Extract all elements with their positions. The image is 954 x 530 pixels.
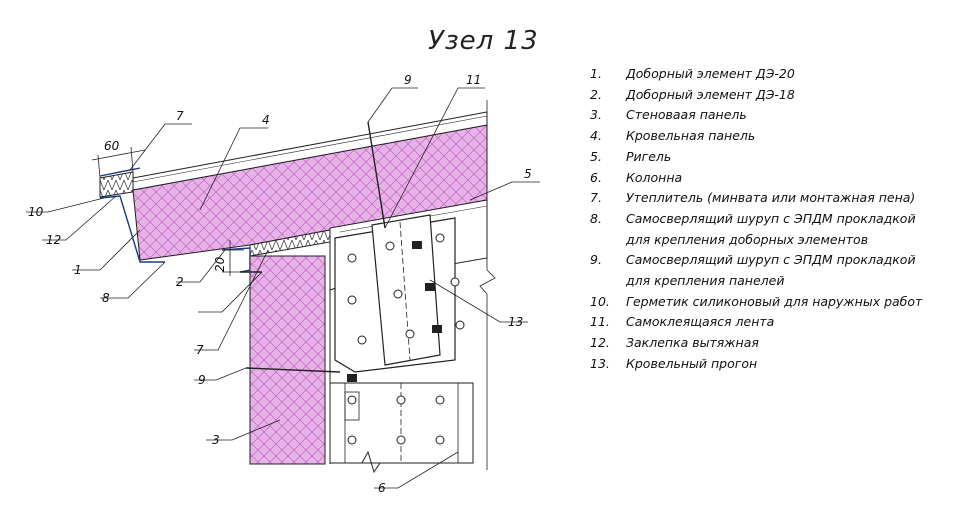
callout-3: 3 — [212, 433, 220, 447]
callout-2: 2 — [176, 275, 184, 289]
callout-7-bottom: 7 — [196, 343, 204, 357]
eave-flashing-de20 — [99, 167, 165, 263]
callout-13: 13 — [508, 315, 523, 329]
callout-8: 8 — [102, 291, 110, 305]
callout-9-bottom: 9 — [198, 373, 206, 387]
callout-11: 11 — [466, 73, 481, 87]
legend-num: 1. — [590, 66, 602, 81]
legend-item: 11. Самоклеящаяся лента — [590, 312, 940, 333]
legend-text: Колонна — [626, 169, 683, 185]
legend-num: 6. — [590, 169, 602, 185]
eave-mineral-wool — [99, 171, 134, 198]
callout-4: 4 — [262, 113, 270, 127]
legend-item: 12. Заклепка вытяжная — [590, 333, 940, 354]
legend-item: 7. Утеплитель (минвата или монтажная пена… — [590, 188, 940, 209]
callout-9-top: 9 — [404, 73, 412, 87]
column-bolts — [347, 395, 445, 445]
legend-text: Заклепка вытяжная — [626, 335, 759, 351]
callout-10: 10 — [28, 205, 44, 219]
legend-text: Герметик силиконовый для наружных работ — [626, 293, 923, 309]
callout-12: 12 — [46, 233, 61, 247]
wall-screw — [245, 367, 341, 373]
legend-item: 6. Колонна — [590, 168, 940, 189]
legend-text: Самоклеящаяся лента — [626, 314, 775, 330]
column — [329, 382, 474, 464]
legend-text: Доборный элемент ДЭ-20 — [626, 66, 795, 81]
dimension-60-label: 60 — [104, 139, 120, 153]
roof-purlin — [371, 214, 441, 366]
legend-num: 8. — [590, 210, 602, 226]
roof-screw — [367, 121, 386, 229]
purlin-bolt-nuts — [347, 241, 442, 382]
dimension-20-label: 20 — [213, 256, 227, 272]
legend-num: 7. — [590, 190, 602, 206]
dimension-60 — [91, 146, 146, 179]
drawing-title: Узел 13 — [428, 26, 539, 56]
legend-item: 5. Ригель — [590, 147, 940, 168]
leader-lines — [26, 87, 540, 489]
legend-item: 4. Кровельная панель — [590, 126, 940, 147]
legend-text: Доборный элемент ДЭ-18 — [626, 86, 795, 102]
legend-num: 11. — [590, 314, 610, 330]
legend-text: Самосверлящий шуруп с ЭПДМ прокладкой дл… — [626, 210, 916, 247]
legend-num: 5. — [590, 148, 602, 164]
legend-num: 13. — [590, 355, 610, 371]
legend-item: 2. Доборный элемент ДЭ-18 — [590, 85, 940, 106]
legend-text: Кровельная панель — [626, 128, 756, 144]
wall-panel — [249, 255, 326, 465]
legend-num: 10. — [590, 293, 610, 309]
legend-item: 8. Самосверлящий шуруп с ЭПДМ прокладкой … — [590, 209, 940, 250]
legend-item: 9. Самосверлящий шуруп с ЭПДМ прокладкой … — [590, 250, 940, 291]
legend-text: Кровельный прогон — [626, 355, 758, 371]
legend-item: 3. Стеноваая панель — [590, 105, 940, 126]
legend-num: 4. — [590, 128, 602, 144]
legend-text: Самосверлящий шуруп с ЭПДМ прокладкой дл… — [626, 252, 916, 289]
legend-text: Утеплитель (минвата или монтажная пена) — [626, 190, 916, 206]
legend-text: Ригель — [626, 148, 672, 164]
legend-item: 1. Доборный элемент ДЭ-20 — [590, 64, 940, 85]
legend-item: 13. Кровельный прогон — [590, 354, 940, 375]
legend-num: 3. — [590, 107, 602, 123]
callout-1: 1 — [74, 263, 82, 277]
legend: 1. Доборный элемент ДЭ-20 2. Доборный элем… — [590, 64, 940, 375]
legend-item: 10. Герметик силиконовый для наружных раб… — [590, 292, 940, 313]
dimension-20 — [222, 240, 244, 276]
callout-5: 5 — [524, 167, 532, 181]
legend-text: Стеноваая панель — [626, 107, 747, 123]
legend-num: 2. — [590, 86, 602, 102]
callout-6: 6 — [378, 481, 386, 495]
callout-7-top: 7 — [176, 109, 184, 123]
legend-num: 12. — [590, 335, 610, 351]
plate-bolts — [347, 233, 465, 345]
legend-num: 9. — [590, 252, 602, 268]
